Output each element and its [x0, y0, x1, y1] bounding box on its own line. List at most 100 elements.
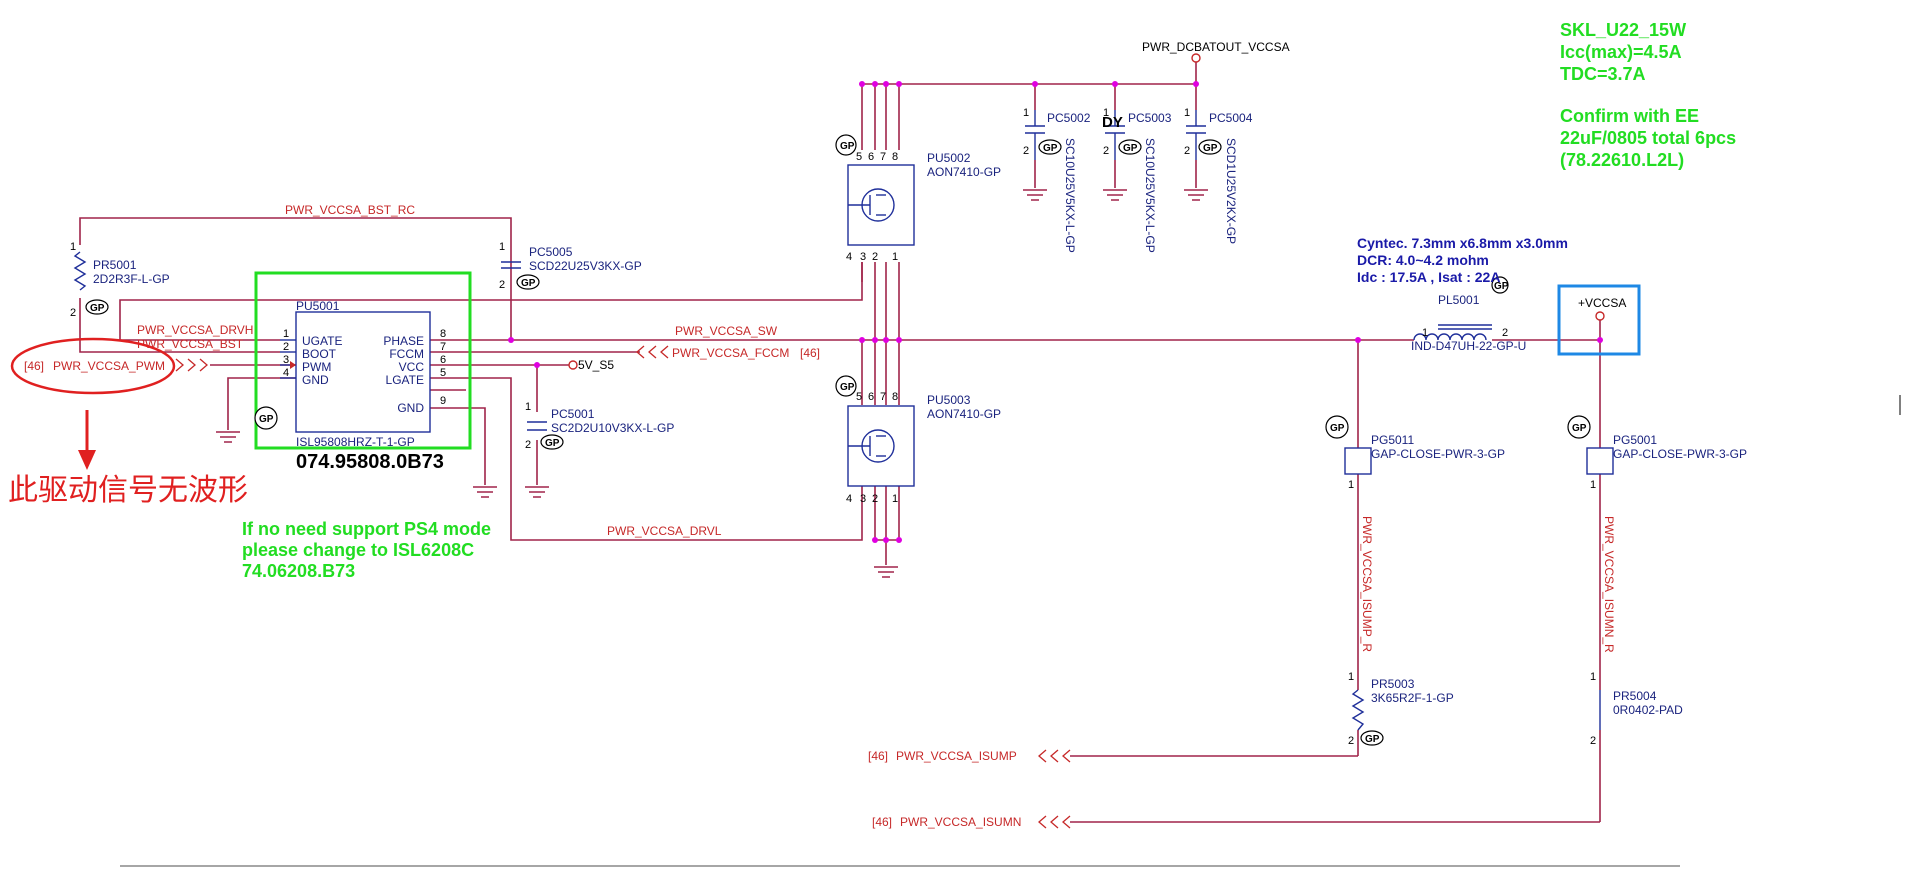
- gapclose-pg5011[interactable]: 1 PG5011 GAP-CLOSE-PWR-3-GP: [1344, 433, 1505, 491]
- pl5001-value: IND-D47UH-22-GP-U: [1411, 339, 1526, 353]
- resistor-pr5001[interactable]: 1 2 PR5001 2D2R3F-L-GP: [70, 241, 170, 319]
- svg-text:GP: GP: [1494, 281, 1509, 292]
- note-ps4-3: 74.06208.B73: [242, 561, 355, 581]
- annotation-pwm-highlight: [10, 337, 176, 470]
- note-cyntec: Cyntec. 7.3mm x6.8mm x3.0mm: [1357, 235, 1568, 251]
- pc5001-ref: PC5001: [551, 407, 595, 421]
- svg-text:1: 1: [1103, 107, 1109, 119]
- svg-text:GP: GP: [90, 303, 105, 314]
- pin-ugate: UGATE: [302, 334, 342, 348]
- net-5v-s5: 5V_S5: [578, 358, 614, 372]
- svg-text:GP: GP: [545, 438, 560, 449]
- svg-text:1: 1: [892, 493, 898, 505]
- notes-green: SKL_U22_15W Icc(max)=4.5A TDC=3.7A Confi…: [242, 20, 1736, 581]
- capacitor-pc5002[interactable]: 12 PC5002 SC10U25V5KX-L-GP: [1023, 107, 1091, 253]
- capacitor-pc5005[interactable]: 1 2 PC5005 SCD22U25V3KX-GP: [499, 241, 642, 291]
- pu5002-value: AON7410-GP: [927, 165, 1001, 179]
- svg-text:GP: GP: [259, 414, 274, 425]
- svg-text:4: 4: [283, 367, 289, 379]
- net-isump-ref: [46]: [868, 749, 888, 763]
- pc5001-value: SC2D2U10V3KX-L-GP: [551, 421, 674, 435]
- svg-text:1: 1: [499, 241, 505, 253]
- net-isumn-ref: [46]: [872, 815, 892, 829]
- dcbatout-terminal: [1191, 53, 1201, 63]
- pc5003-ref: PC5003: [1128, 111, 1172, 125]
- net-pwm-ref: [46]: [24, 359, 44, 373]
- svg-text:3: 3: [283, 354, 289, 366]
- net-isump-r: PWR_VCCSA_ISUMP_R: [1360, 516, 1374, 652]
- svg-text:1: 1: [1184, 107, 1190, 119]
- pin-lgate: LGATE: [386, 373, 424, 387]
- svg-text:3: 3: [860, 251, 866, 263]
- pc5003-dy: DY: [1102, 114, 1123, 131]
- svg-text:1: 1: [1590, 671, 1596, 683]
- svg-text:8: 8: [440, 328, 446, 340]
- svg-text:1: 1: [1422, 327, 1428, 339]
- net-fccm-ref: [46]: [800, 346, 820, 360]
- ic-pu5001[interactable]: PU5001 ISL95808HRZ-T-1-GP 074.95808.0B73…: [280, 299, 446, 473]
- svg-text:2: 2: [872, 493, 878, 505]
- note-dcr: DCR: 4.0~4.2 mohm: [1357, 252, 1489, 268]
- pin-pwm: PWM: [302, 360, 331, 374]
- svg-text:5: 5: [440, 367, 446, 379]
- pg5001-value: GAP-CLOSE-PWR-3-GP: [1613, 447, 1747, 461]
- svg-text:GP: GP: [1365, 734, 1380, 745]
- pin-vcc: VCC: [399, 360, 425, 374]
- pr5003-ref: PR5003: [1371, 677, 1415, 691]
- svg-text:3: 3: [860, 493, 866, 505]
- capacitor-pc5003[interactable]: 12 DY PC5003 SC10U25V5KX-L-GP: [1102, 107, 1172, 253]
- pg5011-value: GAP-CLOSE-PWR-3-GP: [1371, 447, 1505, 461]
- pr5003-value: 3K65R2F-1-GP: [1371, 691, 1454, 705]
- net-dcbatout: PWR_DCBATOUT_VCCSA: [1142, 40, 1290, 54]
- pg5001-ref: PG5001: [1613, 433, 1657, 447]
- pc5002-ref: PC5002: [1047, 111, 1091, 125]
- pg5011-ref: PG5011: [1371, 433, 1414, 447]
- pr5004-value: 0R0402-PAD: [1613, 703, 1683, 717]
- svg-text:2: 2: [1184, 145, 1190, 157]
- pin-fccm: FCCM: [389, 347, 424, 361]
- ground-symbols: [216, 189, 1208, 578]
- pu5001-ref: PU5001: [296, 299, 340, 313]
- svg-text:1: 1: [1348, 671, 1354, 683]
- vccsa-output[interactable]: +VCCSA: [1557, 284, 1641, 356]
- net-fccm: PWR_VCCSA_FCCM: [672, 346, 789, 360]
- v5s5-terminal: [568, 360, 578, 370]
- net-sw: PWR_VCCSA_SW: [675, 324, 778, 338]
- pr5004-ref: PR5004: [1613, 689, 1657, 703]
- svg-text:GP: GP: [1203, 143, 1218, 154]
- resistor-pr5003[interactable]: 1 2 PR5003 3K65R2F-1-GP: [1348, 671, 1454, 747]
- svg-text:2: 2: [1348, 735, 1354, 747]
- svg-text:2: 2: [283, 341, 289, 353]
- svg-text:GP: GP: [1043, 143, 1058, 154]
- svg-text:6: 6: [868, 151, 874, 163]
- svg-text:1: 1: [70, 241, 76, 253]
- pr5001-value: 2D2R3F-L-GP: [93, 272, 170, 286]
- net-drvh: PWR_VCCSA_DRVH: [137, 323, 253, 337]
- svg-text:7: 7: [880, 151, 886, 163]
- svg-text:2: 2: [872, 251, 878, 263]
- capacitor-pc5004[interactable]: 12 PC5004 SCD1U25V2KX-GP: [1184, 107, 1253, 244]
- resistor-pr5004[interactable]: 12 PR5004 0R0402-PAD: [1590, 671, 1683, 747]
- svg-text:2: 2: [499, 279, 505, 291]
- pin-gnd-left: GND: [302, 373, 329, 387]
- gapclose-pg5001[interactable]: 1 PG5001 GAP-CLOSE-PWR-3-GP: [1586, 433, 1747, 491]
- pc5002-value: SC10U25V5KX-L-GP: [1063, 138, 1077, 253]
- svg-text:8: 8: [892, 391, 898, 403]
- pc5004-ref: PC5004: [1209, 111, 1253, 125]
- svg-text:1: 1: [1348, 479, 1354, 491]
- offpage-arrows: [175, 345, 1071, 829]
- note-skl: SKL_U22_15W: [1560, 20, 1686, 40]
- svg-text:1: 1: [892, 251, 898, 263]
- capacitor-pc5001[interactable]: 1 2 PC5001 SC2D2U10V3KX-L-GP: [525, 401, 674, 451]
- svg-text:4: 4: [846, 493, 852, 505]
- svg-text:6: 6: [868, 391, 874, 403]
- junction-dots: [508, 81, 1603, 543]
- pc5003-value: SC10U25V5KX-L-GP: [1143, 138, 1157, 253]
- svg-text:2: 2: [525, 439, 531, 451]
- highlight-box-driver: [254, 271, 472, 450]
- notes-inductor: Cyntec. 7.3mm x6.8mm x3.0mm DCR: 4.0~4.2…: [1357, 235, 1568, 285]
- pu5002-ref: PU5002: [927, 151, 971, 165]
